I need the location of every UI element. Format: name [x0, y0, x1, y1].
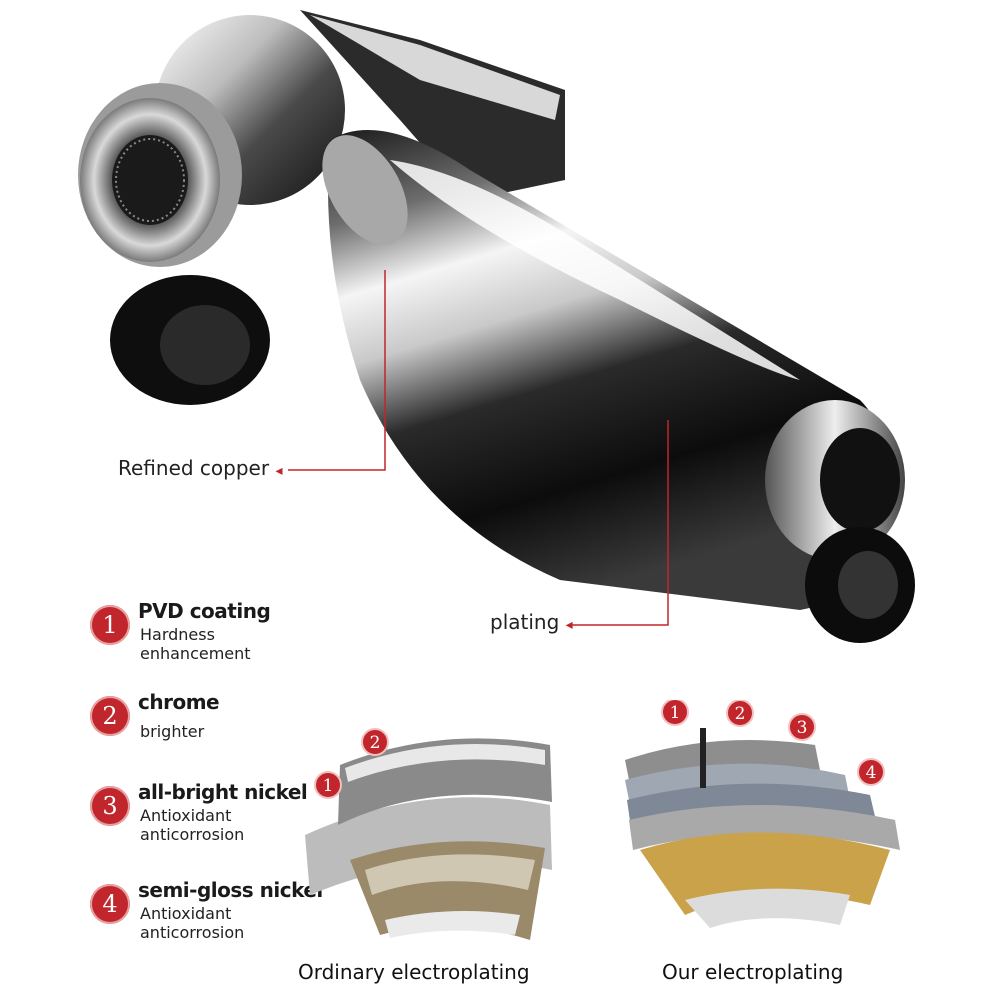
ordinary-plating-diagram: 1 2: [305, 728, 552, 940]
our-plating-diagram: 1 2 3 4: [625, 700, 900, 928]
layer-desc-line: brighter: [140, 722, 205, 741]
red-circle-number-badge: [661, 700, 689, 726]
callout-refined-copper-label: Refined copper: [118, 456, 270, 480]
arrow-left-icon: ◂: [565, 617, 573, 633]
diagram-badge-label: 3: [797, 718, 808, 738]
layer-desc-line: enhancement: [140, 644, 251, 663]
red-circle-number-badge: 3: [90, 786, 130, 826]
diagram-badge-label: 1: [323, 776, 334, 796]
layer-desc: Hardness enhancement: [140, 625, 251, 663]
layer-title: PVD coating: [138, 599, 271, 623]
callout-plating: plating ◂: [490, 610, 573, 634]
layer-desc: brighter: [140, 722, 204, 741]
layer-desc-line: Hardness: [140, 625, 215, 644]
caption-ordinary-electroplating: Ordinary electroplating: [298, 960, 530, 984]
diagram-badge-label: 4: [866, 763, 877, 783]
diagram-badge-label: 1: [670, 703, 681, 723]
red-circle-number-badge: [361, 728, 389, 756]
caption-our-electroplating: Our electroplating: [662, 960, 844, 984]
diagram-badge-label: 2: [370, 733, 381, 753]
callout-refined-copper: Refined copper ◂: [118, 456, 282, 480]
red-circle-number-badge: 1: [90, 605, 130, 645]
layer-title: semi-gloss nickel: [138, 878, 323, 902]
arrow-left-icon: ◂: [275, 463, 283, 479]
callout-plating-label: plating: [490, 610, 560, 634]
layer-title: all-bright nickel: [138, 780, 308, 804]
red-circle-number-badge: 4: [90, 884, 130, 924]
layer-desc: Antioxidant anticorrosion: [140, 806, 244, 844]
layer-desc-line: Antioxidant: [140, 904, 232, 923]
red-circle-number-badge: [726, 700, 754, 727]
red-circle-number-badge: [788, 713, 816, 741]
layer-desc-line: anticorrosion: [140, 923, 245, 942]
red-circle-number-badge: [314, 771, 342, 799]
red-circle-number-badge: 2: [90, 696, 130, 736]
diagram-badge-label: 2: [735, 704, 746, 724]
red-circle-number-badge: [857, 758, 885, 786]
layer-title: chrome: [138, 690, 220, 714]
layer-desc-line: anticorrosion: [140, 825, 245, 844]
layer-desc: Antioxidant anticorrosion: [140, 904, 244, 942]
layer-desc-line: Antioxidant: [140, 806, 232, 825]
